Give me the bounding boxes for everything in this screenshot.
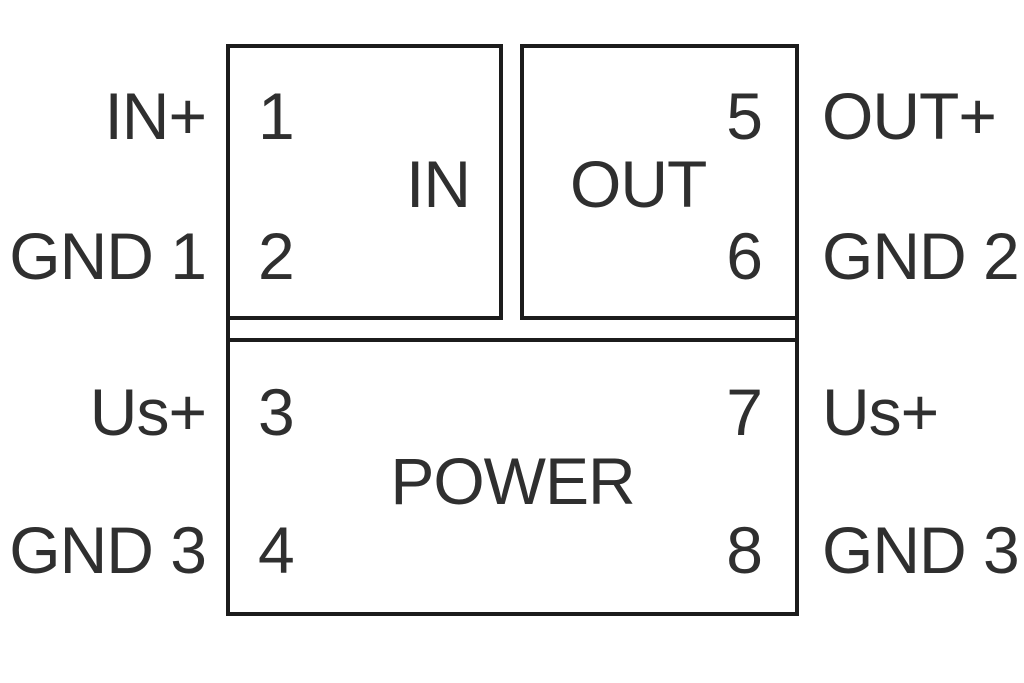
external-label-pin-8: GND 3 <box>822 513 1020 587</box>
out-block-box <box>520 44 799 320</box>
pin-1-number: 1 <box>258 79 295 153</box>
external-label-pin-2: GND 1 <box>9 219 207 293</box>
pin-6-number: 6 <box>726 219 763 293</box>
pin-2-number: 2 <box>258 219 295 293</box>
terminal-module <box>226 44 799 616</box>
pin-8-number: 8 <box>726 513 763 587</box>
power-block-label: POWER <box>390 444 635 518</box>
right-edge-connector-line <box>795 318 799 340</box>
pin-5-number: 5 <box>726 79 763 153</box>
external-label-pin-7: Us+ <box>822 375 939 449</box>
external-label-pin-5: OUT+ <box>822 79 997 153</box>
external-label-pin-6: GND 2 <box>822 219 1020 293</box>
power-block-box <box>226 338 799 616</box>
pin-3-number: 3 <box>258 375 295 449</box>
external-label-pin-3: Us+ <box>89 375 207 449</box>
pin-7-number: 7 <box>726 375 763 449</box>
in-block-label: IN <box>406 147 471 221</box>
in-block-box <box>226 44 503 320</box>
external-label-pin-4: GND 3 <box>9 513 207 587</box>
out-block-label: OUT <box>570 147 707 221</box>
left-edge-connector-line <box>226 318 230 340</box>
external-label-pin-1: IN+ <box>104 79 207 153</box>
pin-4-number: 4 <box>258 513 295 587</box>
